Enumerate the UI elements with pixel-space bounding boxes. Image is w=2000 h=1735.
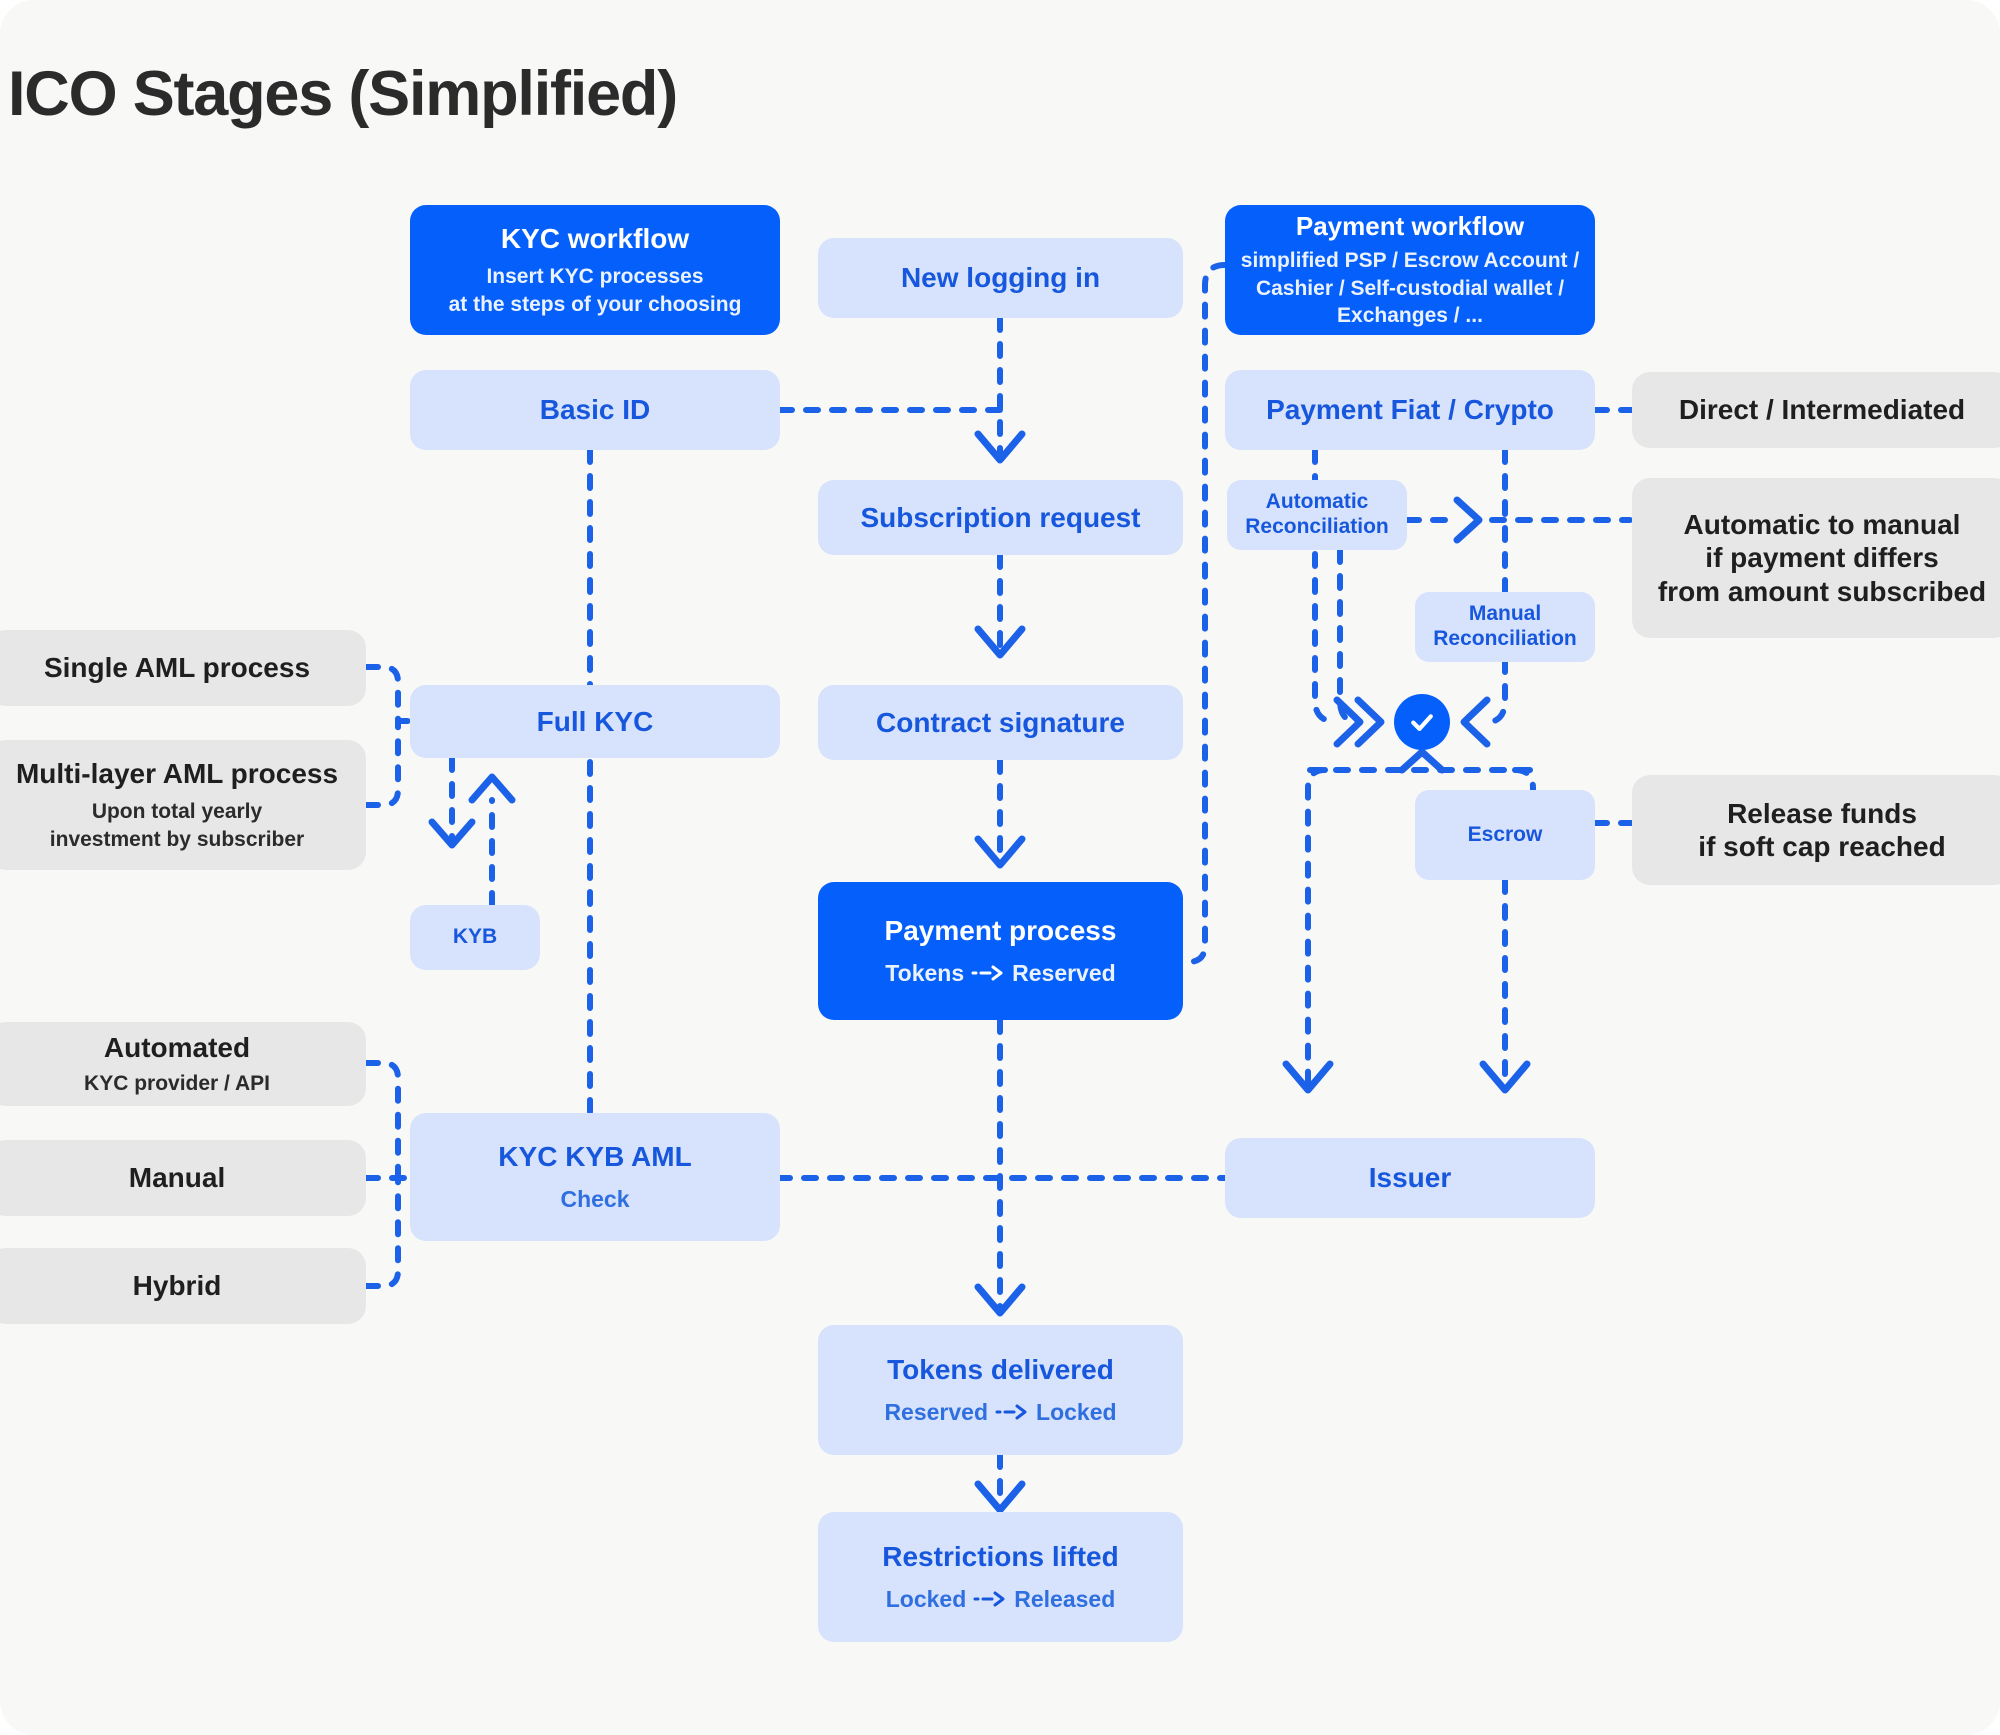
node-full-kyc[interactable]: Full KYC [410,685,780,758]
kyc-kyb-aml-title: KYC KYB AML [498,1140,692,1172]
node-automatic-reconciliation[interactable]: Automatic Reconciliation [1227,480,1407,550]
payment-fiat-crypto-title: Payment Fiat / Crypto [1266,394,1554,426]
payment-workflow-title: Payment workflow [1295,210,1525,241]
wire-manualrecon-down-to-check [1460,657,1508,748]
kyc-workflow-title: KYC workflow [500,223,690,255]
restrictions-lifted-from: Locked [885,1585,967,1612]
tokens-delivered-to: Locked [1036,1398,1117,1425]
multi-layer-aml-title: Multi-layer AML process [15,758,339,790]
wire-autorecon-to-annotation [1404,496,1633,544]
node-subscription-request[interactable]: Subscription request [818,480,1183,555]
wire-subscription-to-contract [974,552,1026,659]
wire-automated-to-kycaml [363,1060,413,1181]
contract-signature-title: Contract signature [876,706,1125,738]
node-issuer[interactable]: Issuer [1225,1138,1595,1218]
annotation-direct-intermediated: Direct / Intermediated [1632,372,2000,448]
node-contract-signature[interactable]: Contract signature [818,685,1183,760]
wire-fullkyc-to-kyb [428,755,476,849]
tokens-delivered-from: Reserved [884,1398,989,1425]
wire-kyb-to-fullkyc [468,773,516,908]
automatic-to-manual-line2: if payment differs [1705,542,1939,574]
wire-payment-to-tokens [974,1017,1026,1317]
automated-subtitle: KYC provider / API [84,1071,270,1095]
new-logging-in-title: New logging in [900,262,1101,294]
manual-reconciliation-line2: Reconciliation [1433,627,1577,650]
manual-reconciliation-line1: Manual [1468,602,1542,626]
automatic-to-manual-line3: from amount subscribed [1657,575,1987,607]
subscription-request-title: Subscription request [860,501,1141,533]
node-kyb[interactable]: KYB [410,905,540,970]
automatic-reconciliation-line1: Automatic [1265,490,1369,514]
kyb-title: KYB [452,925,498,949]
payment-process-title: Payment process [884,914,1117,946]
automated-title: Automated [103,1031,251,1063]
annotation-release-funds: Release funds if soft cap reached [1632,775,2000,885]
tokens-delivered-title: Tokens delivered [887,1353,1114,1385]
page-title: ICO Stages (Simplified) [8,59,678,129]
wire-contract-to-payment [974,757,1026,869]
annotation-manual: Manual [0,1140,366,1216]
node-manual-reconciliation[interactable]: Manual Reconciliation [1415,592,1595,662]
basic-id-title: Basic ID [539,394,651,426]
dashed-arrow-icon [971,959,1005,989]
wire-paymentworkflow-to-paymentprocess [1182,262,1228,965]
node-payment-workflow[interactable]: Payment workflow simplified PSP / Escrow… [1225,205,1595,335]
node-basic-id[interactable]: Basic ID [410,370,780,450]
payment-workflow-line3: Exchanges / ... [1337,303,1483,327]
restrictions-lifted-title: Restrictions lifted [882,1540,1119,1572]
wire-multi-aml-to-fullkyc [363,718,401,808]
single-aml-title: Single AML process [43,652,311,684]
escrow-title: Escrow [1467,822,1543,846]
multi-layer-aml-line1: Upon total yearly [91,800,263,824]
wire-hybrid-to-kycaml [363,1175,401,1289]
node-restrictions-lifted[interactable]: Restrictions lifted Locked Released [818,1512,1183,1642]
check-circle-icon [1394,694,1450,750]
direct-intermediated-title: Direct / Intermediated [1678,394,1966,426]
wire-single-aml-to-fullkyc [363,664,413,724]
automatic-to-manual-line1: Automatic to manual [1683,509,1961,541]
node-kyc-workflow[interactable]: KYC workflow Insert KYC processes at the… [410,205,780,335]
full-kyc-title: Full KYC [536,705,654,737]
wire-login-to-subscription [974,315,1026,464]
restrictions-lifted-to: Released [1014,1585,1116,1612]
annotation-automated: Automated KYC provider / API [0,1022,366,1106]
manual-title: Manual [128,1162,226,1194]
annotation-automatic-to-manual: Automatic to manual if payment differs f… [1632,478,2000,638]
annotation-single-aml: Single AML process [0,630,366,706]
node-payment-process[interactable]: Payment process Tokens Reserved [818,882,1183,1020]
node-tokens-delivered[interactable]: Tokens delivered Reserved Locked [818,1325,1183,1455]
wire-tokens-to-restrictions [974,1452,1026,1514]
payment-workflow-line1: simplified PSP / Escrow Account / [1240,249,1580,273]
dashed-arrow-icon [973,1585,1007,1615]
annotation-multi-layer-aml: Multi-layer AML process Upon total yearl… [0,740,366,870]
hybrid-title: Hybrid [132,1270,222,1302]
dashed-arrow-icon [995,1398,1029,1428]
multi-layer-aml-line2: investment by subscriber [49,827,305,851]
issuer-title: Issuer [1368,1162,1452,1194]
payment-process-to: Reserved [1012,959,1116,986]
wire-autorecon-down-to-check [1337,547,1385,748]
release-funds-line2: if soft cap reached [1698,831,1946,862]
automatic-reconciliation-line2: Reconciliation [1245,515,1389,538]
node-payment-fiat-crypto[interactable]: Payment Fiat / Crypto [1225,370,1595,450]
kyc-workflow-line1: Insert KYC processes [486,265,704,289]
release-funds-line1: Release funds [1727,797,1917,829]
payment-workflow-line2: Cashier / Self-custodial wallet / [1255,276,1565,300]
node-escrow[interactable]: Escrow [1415,790,1595,880]
kyc-kyb-aml-subtitle: Check [560,1185,630,1212]
wire-escrow-to-issuer [1479,877,1531,1094]
kyc-workflow-line2: at the steps of your choosing [448,292,742,316]
annotation-hybrid: Hybrid [0,1248,366,1324]
payment-process-from: Tokens [885,959,965,986]
node-kyc-kyb-aml[interactable]: KYC KYB AML Check [410,1113,780,1241]
node-new-logging-in[interactable]: New logging in [818,238,1183,318]
